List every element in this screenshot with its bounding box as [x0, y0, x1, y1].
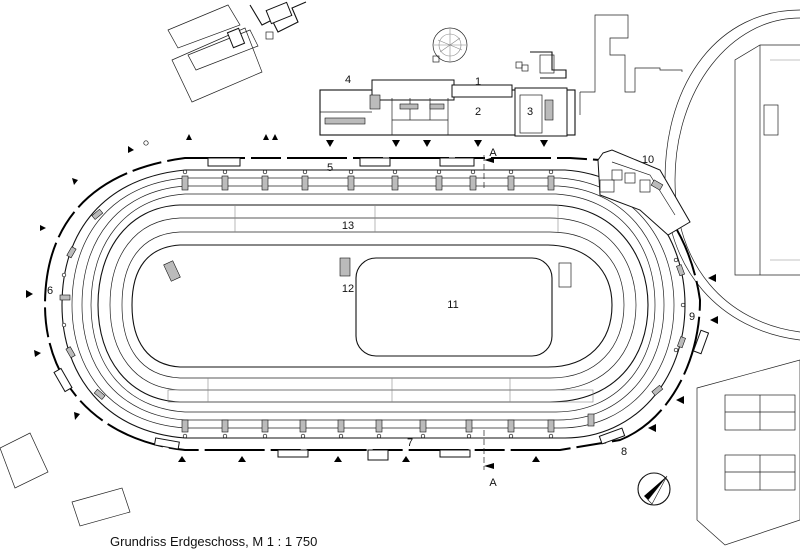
north-arrow-icon: [637, 472, 671, 506]
label-9: 9: [689, 311, 695, 323]
label-2: 2: [475, 106, 481, 118]
stairs-south: [181, 413, 595, 433]
section-label-bottom: A: [489, 477, 497, 489]
columns: [61, 140, 686, 439]
kiosks: [53, 157, 710, 461]
adjacent-plots-south-west: [0, 432, 131, 527]
adjacent-building-north-east: [579, 14, 683, 115]
label-11: 11: [447, 299, 458, 311]
section-line-a: [483, 155, 494, 470]
label-10: 10: [642, 154, 654, 166]
entrance-triangle-icon: [26, 134, 718, 462]
label-13: 13: [342, 220, 354, 232]
adjacent-buildings-north-west: [167, 1, 307, 103]
label-1: 1: [475, 76, 481, 88]
plan-caption: Grundriss Erdgeschoss, M 1 : 1 750: [110, 534, 318, 549]
stairs-north: [181, 175, 555, 191]
label-4: 4: [345, 74, 351, 86]
adjacent-building-south-east: [696, 359, 800, 546]
stairs-curves: [59, 208, 686, 400]
tree-icon: [432, 27, 468, 63]
velodrome-stadium: [43, 140, 710, 461]
label-5: 5: [327, 162, 333, 174]
adjacent-stadium: [664, 9, 800, 341]
label-6: 6: [47, 285, 53, 297]
building-north-complex: [319, 51, 576, 137]
infield-structures: [163, 257, 572, 288]
label-8: 8: [621, 446, 627, 458]
section-label-top: A: [489, 147, 497, 159]
label-12: 12: [342, 283, 354, 295]
label-3: 3: [527, 106, 533, 118]
label-7: 7: [407, 437, 413, 449]
skating-rink: [355, 257, 553, 357]
building-north-east-10: [597, 149, 691, 236]
